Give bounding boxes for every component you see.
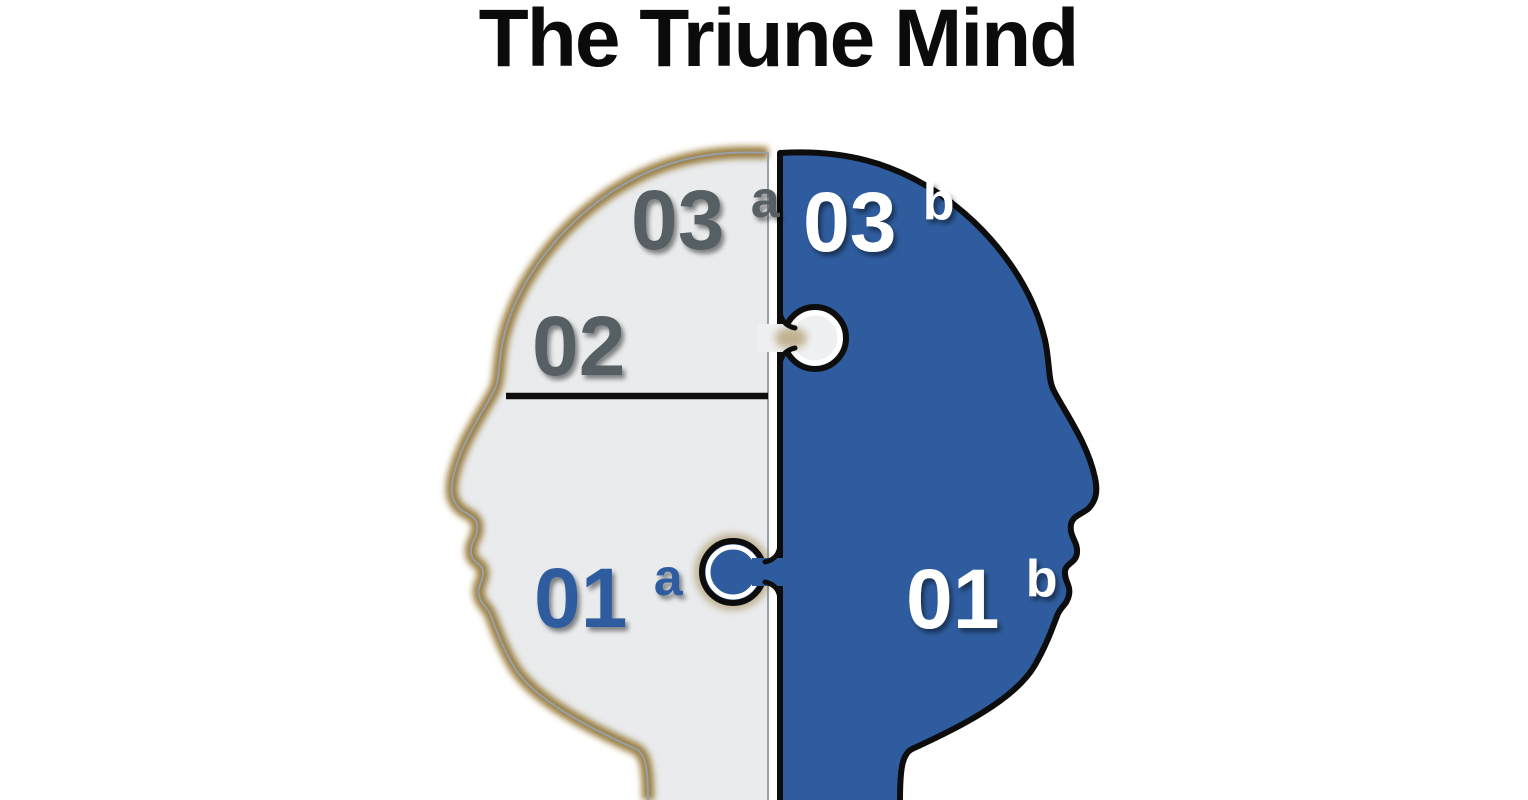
left-head-edge-line: [450, 151, 769, 800]
label-01a: 01 a: [534, 549, 684, 645]
left-head: [445, 146, 769, 800]
page-title: The Triune Mind: [479, 0, 1078, 84]
label-01b: 01 b: [906, 550, 1058, 646]
label-02: 02: [532, 299, 625, 393]
top-knob-throat-lower-lip: [777, 345, 798, 368]
label-03a: 03 a: [631, 171, 781, 267]
label-01b-main: 01: [906, 552, 999, 646]
label-01a-sup: a: [654, 549, 684, 607]
label-02-main: 02: [532, 299, 625, 393]
label-03b: 03 b: [803, 173, 955, 269]
top-puzzle-knob: [758, 304, 849, 372]
right-head-outline: [777, 149, 1100, 800]
label-03b-sup: b: [923, 173, 955, 231]
label-01a-main: 01: [534, 551, 627, 645]
bottom-knob-throat-lower-lip: [762, 579, 783, 602]
right-head-shape: [780, 152, 1097, 800]
bottom-puzzle-knob: [695, 534, 788, 610]
top-knob-shading: [775, 327, 807, 349]
label-03b-main: 03: [803, 175, 896, 269]
left-head-shape: [451, 152, 768, 800]
bottom-knob-throat-upper-lip: [762, 542, 783, 565]
label-03a-sup: a: [751, 171, 781, 229]
right-head: [777, 149, 1100, 800]
top-knob-throat-upper-lip: [777, 308, 798, 331]
label-03a-main: 03: [631, 173, 724, 267]
label-01b-sup: b: [1026, 550, 1058, 608]
